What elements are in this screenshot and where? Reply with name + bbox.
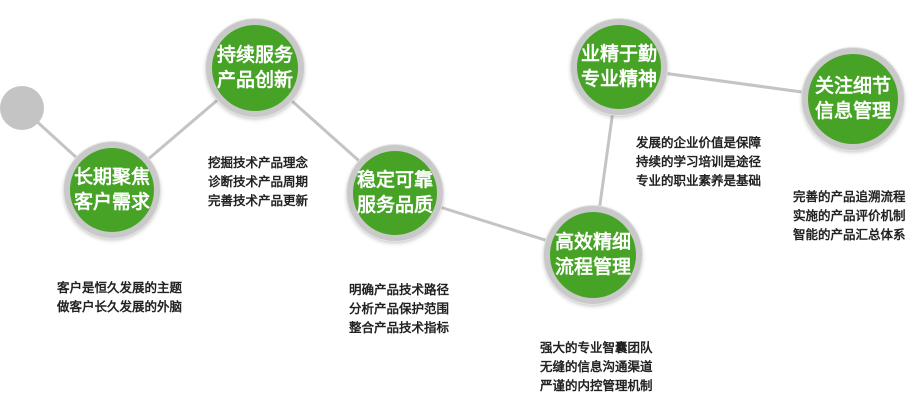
node-description: 挖掘技术产品理念 诊断技术产品周期 完善技术产品更新 [208, 155, 309, 208]
node-title: 业精于勤 专业精神 [580, 43, 657, 90]
node-title: 稳定可靠 服务品质 [356, 169, 433, 216]
node-long-term-focus: 长期聚焦 客户需求 [64, 142, 160, 238]
node-description: 发展的企业价值是保障 持续的学习培训是途径 专业的职业素养是基础 [636, 135, 762, 188]
node-description: 明确产品技术路径 分析产品保护范围 整合产品技术指标 [349, 282, 450, 335]
node-title: 高效精细 流程管理 [554, 231, 631, 278]
node-stable-quality: 稳定可靠 服务品质 [347, 145, 443, 241]
node-description: 完善的产品追溯流程 实施的产品评价机制 智能的产品汇总体系 [793, 189, 906, 242]
start-dot [0, 86, 44, 130]
node-continuous-service: 持续服务 产品创新 [206, 19, 304, 117]
node-description: 客户是恒久发展的主题 做客户长久发展的外脑 [57, 280, 183, 314]
node-detail-management: 关注细节 信息管理 [802, 48, 904, 150]
node-diligence: 业精于勤 专业精神 [571, 19, 667, 115]
node-title: 关注细节 信息管理 [814, 75, 891, 122]
node-efficient-process: 高效精细 流程管理 [544, 206, 642, 304]
node-title: 长期聚焦 客户需求 [73, 166, 150, 213]
node-title: 持续服务 产品创新 [216, 44, 293, 91]
node-description: 强大的专业智囊团队 无缝的信息沟通渠道 严谨的内控管理机制 [540, 340, 653, 393]
